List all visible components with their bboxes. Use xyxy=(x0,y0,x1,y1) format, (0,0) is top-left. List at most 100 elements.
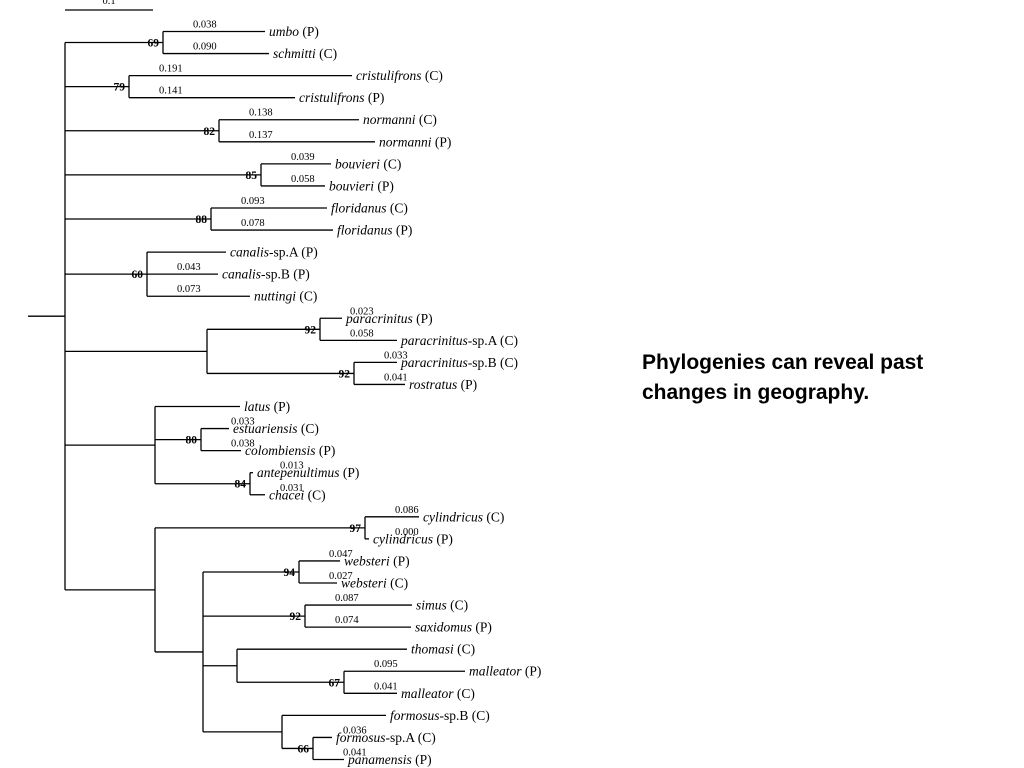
region-code: (C) xyxy=(387,200,408,215)
bootstrap-c80: 80 xyxy=(186,435,198,447)
region-code: (P) xyxy=(432,134,452,149)
bootstrap-c88: 88 xyxy=(196,214,208,226)
taxon-name: nuttingi xyxy=(254,289,296,304)
taxon-name: simus xyxy=(416,598,447,613)
taxon-name: cristulifrons xyxy=(299,90,365,105)
taxon-label: paracrinitus-sp.B (C) xyxy=(400,355,518,370)
taxon-name: latus xyxy=(244,399,270,414)
region-code: (C) xyxy=(422,68,443,83)
region-code: (P) xyxy=(374,178,394,193)
taxon-suffix: -sp.A xyxy=(386,730,416,745)
taxon-label: schmitti (C) xyxy=(273,46,337,61)
taxon-label: rostratus (P) xyxy=(409,377,477,392)
branch-length-label: 0.093 xyxy=(241,196,265,207)
branch-length-label: 0.036 xyxy=(343,725,367,736)
branch-length-label: 0.138 xyxy=(249,108,273,119)
region-code: (C) xyxy=(497,355,518,370)
taxon-name: paracrinitus xyxy=(400,355,468,370)
region-code: (C) xyxy=(483,509,504,524)
branch-length-label: 0.073 xyxy=(177,284,201,295)
taxon-name: chacei xyxy=(269,487,304,502)
taxon-name: malleator xyxy=(401,686,454,701)
branch-length-label: 0.090 xyxy=(193,42,217,53)
region-code: (P) xyxy=(433,531,453,546)
bootstrap-c92b: 92 xyxy=(339,368,351,380)
taxon-label: bouvieri (C) xyxy=(335,156,401,171)
taxon-label: bouvieri (P) xyxy=(329,178,394,193)
bootstrap-c92a: 92 xyxy=(305,324,317,336)
branch-length-label: 0.038 xyxy=(231,439,255,450)
region-code: (P) xyxy=(393,223,413,238)
taxon-name: paracrinitus xyxy=(345,311,413,326)
taxon-label: websteri (C) xyxy=(341,576,408,591)
region-code: (C) xyxy=(380,156,401,171)
taxon-label: paracrinitus-sp.A (C) xyxy=(400,333,518,348)
region-code: (C) xyxy=(454,686,475,701)
taxon-name: saxidomus xyxy=(415,620,472,635)
bootstrap-c92c: 92 xyxy=(290,611,302,623)
region-code: (C) xyxy=(468,708,489,723)
branch-length-label: 0.033 xyxy=(384,350,408,361)
taxon-suffix: -sp.B xyxy=(261,267,290,282)
region-code: (P) xyxy=(472,620,492,635)
bootstrap-c66: 66 xyxy=(298,743,310,755)
taxon-name: antepenultimus xyxy=(257,465,340,480)
region-code: (P) xyxy=(412,752,432,767)
bootstrap-c69: 69 xyxy=(148,38,160,50)
region-code: (P) xyxy=(413,311,433,326)
taxon-name: cristulifrons xyxy=(356,68,422,83)
taxon-label: umbo (P) xyxy=(269,24,319,39)
taxon-name: rostratus xyxy=(409,377,457,392)
taxon-label: canalis-sp.B (P) xyxy=(222,267,310,282)
branch-length-label: 0.137 xyxy=(249,130,273,141)
taxon-label: websteri (P) xyxy=(344,553,410,568)
taxon-name: floridanus xyxy=(331,200,387,215)
region-code: (P) xyxy=(390,553,410,568)
taxon-label: colombiensis (P) xyxy=(245,443,335,458)
region-code: (C) xyxy=(298,421,319,436)
region-code: (C) xyxy=(454,642,475,657)
region-code: (C) xyxy=(447,598,468,613)
taxon-label: cristulifrons (P) xyxy=(299,90,384,105)
taxon-label: floridanus (P) xyxy=(337,223,412,238)
region-code: (C) xyxy=(316,46,337,61)
taxon-label: formosus-sp.B (C) xyxy=(390,708,490,723)
bootstrap-c67: 67 xyxy=(329,677,341,689)
taxon-name: thomasi xyxy=(411,642,454,657)
branch-length-label: 0.033 xyxy=(231,417,255,428)
taxon-name: paracrinitus xyxy=(400,333,468,348)
branch-length-label: 0.141 xyxy=(159,86,183,97)
region-code: (C) xyxy=(414,730,435,745)
taxon-name: colombiensis xyxy=(245,443,316,458)
taxon-label: formosus-sp.A (C) xyxy=(336,730,436,745)
taxon-label: thomasi (C) xyxy=(411,642,475,657)
region-code: (P) xyxy=(522,664,542,679)
taxon-name: estuariensis xyxy=(233,421,298,436)
taxon-label: cylindricus (C) xyxy=(423,509,504,524)
taxon-label: saxidomus (P) xyxy=(415,620,492,635)
region-code: (P) xyxy=(316,443,336,458)
taxon-label: chacei (C) xyxy=(269,487,326,502)
branch-length-label: 0.043 xyxy=(177,262,201,273)
branch-length-label: 0.041 xyxy=(374,681,398,692)
bootstrap-c60: 60 xyxy=(132,269,144,281)
taxon-name: formosus xyxy=(390,708,440,723)
branch-length-label: 0.078 xyxy=(241,218,265,229)
branch-length-label: 0.039 xyxy=(291,152,315,163)
region-code: (C) xyxy=(304,487,325,502)
bootstrap-c82: 82 xyxy=(204,126,216,138)
region-code: (P) xyxy=(340,465,360,480)
taxon-name: cylindricus xyxy=(423,509,483,524)
branch-length-label: 0.058 xyxy=(350,328,374,339)
region-code: (P) xyxy=(365,90,385,105)
bootstrap-c79: 79 xyxy=(114,82,126,94)
branch-length-label: 0.087 xyxy=(335,593,359,604)
taxon-suffix: -sp.B xyxy=(440,708,469,723)
region-code: (P) xyxy=(457,377,477,392)
bootstrap-c84: 84 xyxy=(235,479,247,491)
scale-bar-label: 0.1 xyxy=(102,0,115,7)
taxon-name: websteri xyxy=(341,576,387,591)
branch-length-label: 0.041 xyxy=(343,747,367,758)
taxon-name: canalis xyxy=(230,245,269,260)
